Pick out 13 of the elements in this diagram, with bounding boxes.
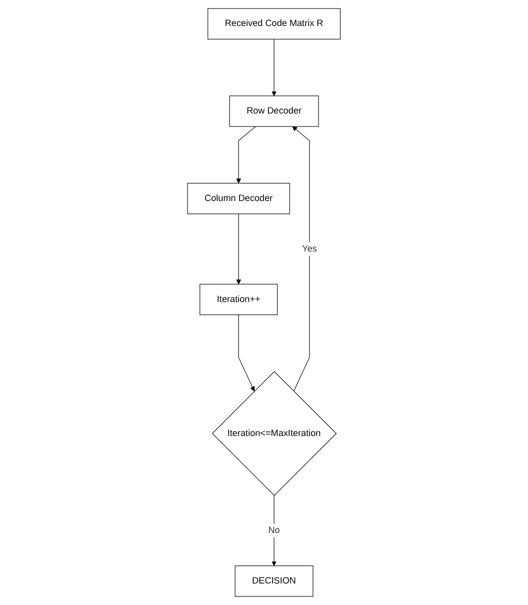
edge-label: No (268, 526, 280, 536)
node-box: Row Decoder (229, 96, 319, 127)
node-box: Received Code Matrix R (208, 8, 341, 40)
arrow (236, 126, 256, 184)
node-box: DECISION (234, 566, 314, 597)
arrow (236, 214, 242, 284)
arrow (238, 314, 255, 392)
node-box: Iteration++ (200, 284, 278, 316)
node-box: Column Decoder (187, 182, 290, 214)
edge-label: Yes (302, 244, 318, 254)
arrow (292, 126, 310, 392)
arrow (272, 38, 277, 96)
node-diamond: Iteration<=MaxIteration (212, 371, 337, 496)
